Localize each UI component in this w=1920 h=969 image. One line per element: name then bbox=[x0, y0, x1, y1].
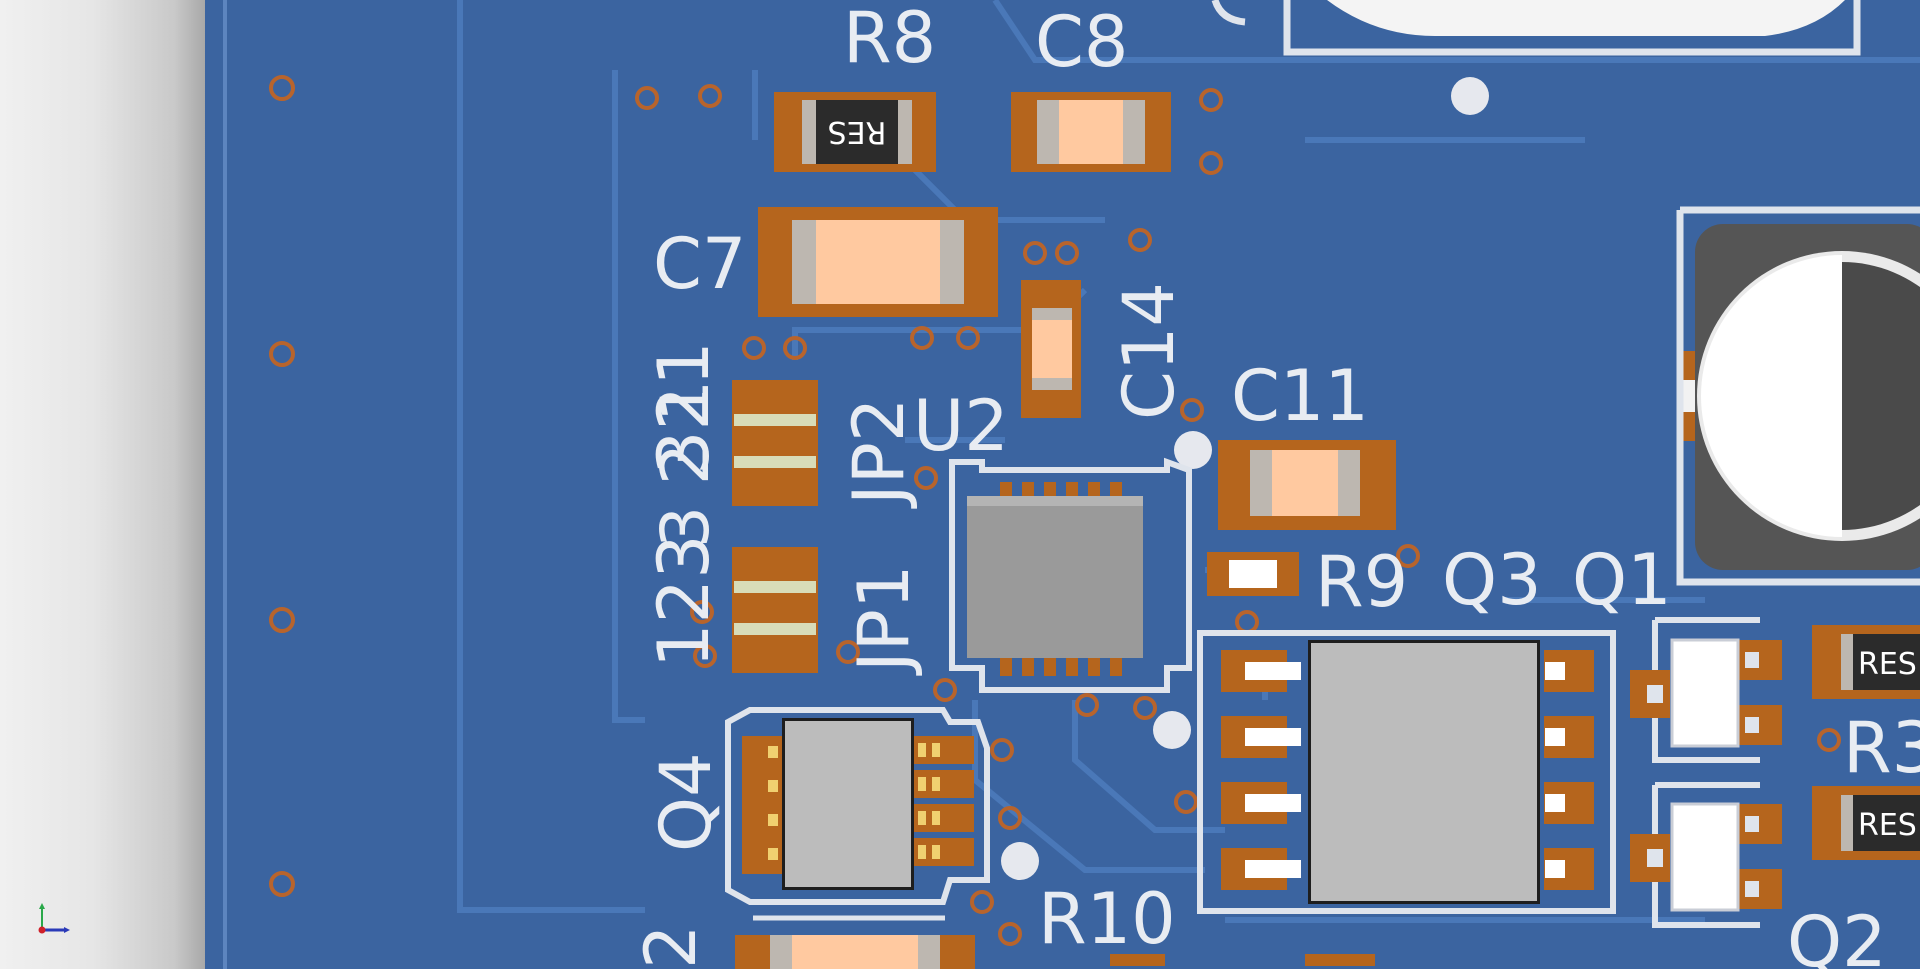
electrolytic-capacitor[interactable] bbox=[1676, 206, 1920, 586]
label-c8: C8 bbox=[1035, 1, 1128, 83]
resistor-r3-top[interactable]: RES bbox=[1812, 625, 1920, 699]
capacitor-c8[interactable] bbox=[1011, 92, 1171, 172]
transistor-q3[interactable] bbox=[1197, 630, 1616, 914]
capacitor-c11[interactable] bbox=[1218, 440, 1396, 530]
fiducials bbox=[1001, 77, 1489, 880]
label-r9: R9 bbox=[1315, 541, 1408, 623]
label-c11: C11 bbox=[1231, 355, 1369, 437]
label-q3: Q3 bbox=[1442, 539, 1542, 621]
label-q2: Q2 bbox=[1787, 901, 1887, 969]
ic-u2[interactable] bbox=[949, 457, 1192, 693]
board-canvas[interactable]: RES bbox=[205, 0, 1920, 969]
label-jp2-pins: 321 bbox=[643, 341, 725, 475]
resistor-r8[interactable]: RES bbox=[774, 92, 936, 172]
capacitor-c7[interactable] bbox=[758, 207, 998, 317]
resistor-r9[interactable] bbox=[1207, 552, 1299, 596]
label-jp1: JP1 bbox=[843, 565, 925, 676]
vias bbox=[269, 75, 1841, 946]
label-c7: C7 bbox=[653, 223, 746, 305]
label-q1: Q1 bbox=[1572, 539, 1672, 621]
jumper-jp1[interactable] bbox=[732, 547, 818, 673]
transistor-q4[interactable] bbox=[725, 707, 990, 905]
pcb-board[interactable]: RES bbox=[205, 0, 1920, 969]
viewer-side-panel bbox=[0, 0, 205, 969]
label-u2: U2 bbox=[913, 385, 1009, 467]
transistor-q1[interactable] bbox=[1630, 617, 1782, 763]
label-c14: C14 bbox=[1108, 282, 1190, 420]
label-r10: R10 bbox=[1038, 878, 1176, 960]
capacitor-c14[interactable] bbox=[1021, 280, 1081, 418]
transistor-q2[interactable] bbox=[1630, 782, 1782, 928]
jumper-jp2[interactable] bbox=[732, 380, 818, 506]
capacitor-bottom-partial[interactable] bbox=[735, 935, 975, 969]
r3-res-marking: RES bbox=[1858, 647, 1917, 682]
label-r3-partial: R3 bbox=[1843, 707, 1920, 789]
lower-res-marking: RES bbox=[1858, 808, 1917, 843]
xyz-axis-icon[interactable] bbox=[28, 900, 74, 940]
r8-res-marking: RES bbox=[828, 114, 887, 149]
label-jp1-pins: 123 bbox=[643, 534, 725, 668]
resistor-lower-right[interactable]: RES bbox=[1812, 786, 1920, 860]
label-bottom-partial: 2 bbox=[630, 924, 712, 969]
label-jp2: JP2 bbox=[838, 398, 920, 509]
label-r8: R8 bbox=[843, 0, 936, 79]
label-jp1-pins-top: 3 2 1 bbox=[647, 380, 724, 548]
label-q4: Q4 bbox=[645, 752, 727, 852]
top-connector[interactable] bbox=[1211, 0, 1861, 56]
